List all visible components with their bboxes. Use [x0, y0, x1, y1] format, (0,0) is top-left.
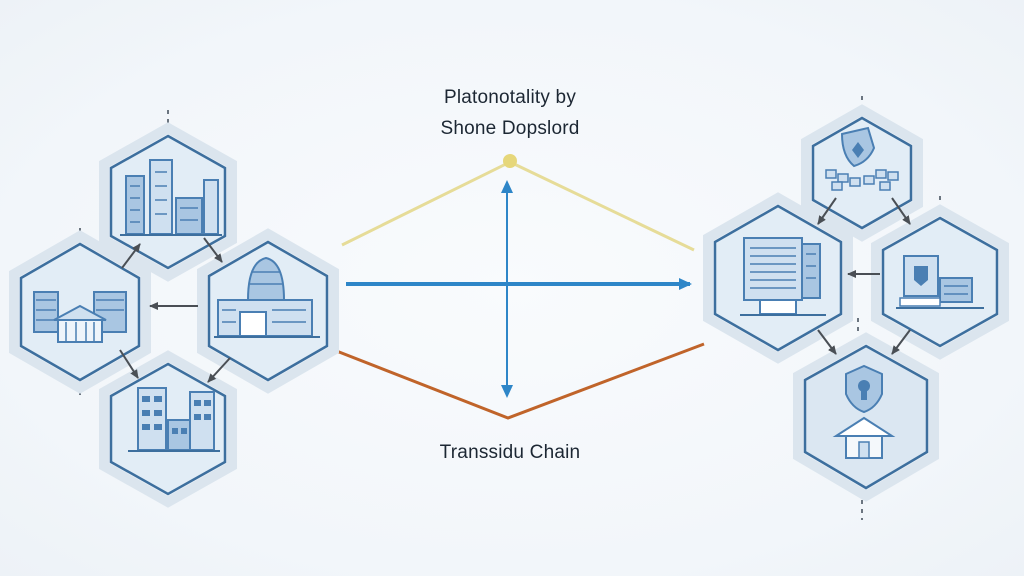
hex-security-terminal[interactable] [871, 204, 1009, 360]
arrow-shield-to-terminal [891, 197, 911, 225]
right-cluster [703, 96, 1009, 520]
arrow-datacenter-to-house [817, 329, 837, 355]
arrow-top-to-center [203, 237, 223, 263]
domed-city-icon [214, 256, 320, 338]
bank-building-icon [33, 291, 127, 343]
hex-office-tower[interactable] [99, 350, 237, 508]
bottom-caption: Transsidu Chain [439, 442, 581, 463]
shield-house-icon [832, 364, 896, 459]
arrow-bank-to-office [119, 349, 139, 379]
left-arrows [119, 237, 231, 383]
top-caption-line2: Shone Dopslord [440, 118, 580, 139]
top-node-dot [503, 154, 517, 168]
arrow-shield-to-datacenter [817, 197, 837, 225]
hex-shield-house[interactable] [793, 332, 939, 502]
hex-data-center[interactable] [703, 192, 853, 364]
yellow-right-line [509, 160, 695, 252]
arrow-bank-to-top [121, 243, 141, 269]
top-caption-line1: Platonotality by [443, 87, 577, 108]
city-skyline-icon [120, 159, 222, 236]
left-cluster [9, 110, 339, 508]
hex-domed-city[interactable] [197, 228, 339, 394]
hex-city-skyline[interactable] [99, 122, 237, 282]
arrow-center-to-office [207, 357, 231, 383]
orange-chain-line [333, 342, 705, 420]
security-terminal-icon [896, 255, 984, 309]
central-connectors [333, 154, 705, 420]
data-center-icon [740, 237, 826, 316]
security-shield-icon [825, 126, 899, 191]
hex-security-shield[interactable] [801, 104, 923, 242]
right-arrows [817, 197, 911, 355]
yellow-left-line [341, 160, 511, 247]
top-caption: Platonotality by Shone Dopslord [380, 82, 640, 144]
office-tower-icon [128, 387, 220, 452]
arrow-terminal-to-house [891, 329, 911, 355]
hex-bank-building[interactable] [9, 230, 151, 394]
